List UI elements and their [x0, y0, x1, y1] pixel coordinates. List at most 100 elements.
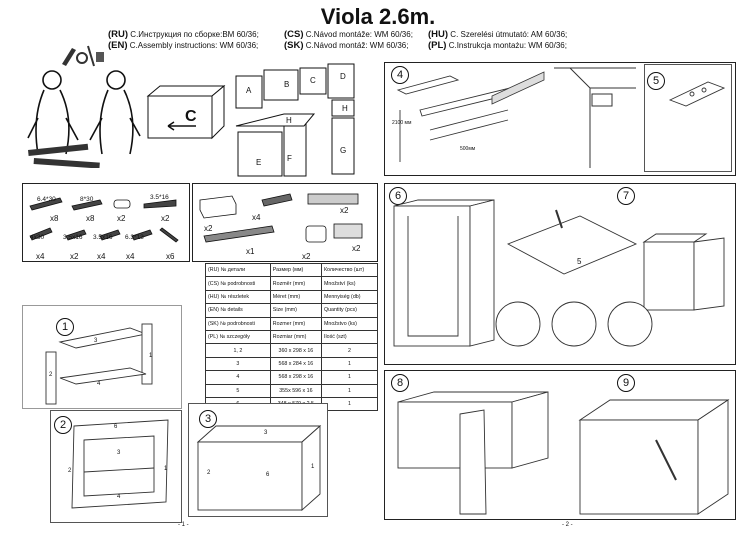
fittings-icons [199, 193, 363, 243]
step1-number: 1 [56, 318, 74, 336]
table-cell: 1 [320, 370, 379, 385]
table-header-cell: Размер (мм) [269, 262, 322, 278]
table-cell: 1 [320, 356, 379, 372]
kitchen-overview-illustration [235, 63, 355, 177]
fit1-qty: x2 [204, 224, 213, 233]
lang-code-ru: (RU) [108, 29, 129, 40]
step3-part-3: 3 [264, 430, 268, 436]
step3-part-6: 6 [266, 472, 270, 478]
step1-illustration [45, 323, 153, 405]
step4-rail-detail [491, 71, 545, 105]
lang-text-sk: C.Návod montáž: WM 60/36; [305, 41, 409, 50]
step2-part-2: 2 [68, 468, 72, 474]
lang-code-en: (EN) [108, 40, 128, 51]
table-cell: Množstvo (ks) [320, 316, 379, 331]
table-header-cell: (RU) № детали [205, 262, 271, 278]
step9-number: 9 [617, 374, 635, 392]
step8-number: 8 [391, 374, 409, 392]
parts-table: (RU) № детали Размер (мм) Количество (шт… [205, 262, 379, 412]
fit4-qty: x1 [246, 247, 255, 256]
lang-code-pl: (PL) [428, 40, 447, 51]
step5-number: 5 [647, 72, 665, 90]
page-number-2: - 2 - [562, 522, 573, 528]
step2-part-3: 3 [117, 450, 121, 456]
hw4-spec: 3.5*16 [150, 194, 169, 201]
hw1-spec: 6.4*30 [37, 196, 56, 203]
step4-dim-height: 2100 мм [392, 120, 412, 126]
overview-label-f: F [287, 154, 292, 163]
step6-illustration [393, 199, 495, 347]
hw1-qty: x8 [50, 214, 59, 223]
lang-text-hu: C. Szerelési útmutató: AM 60/36; [450, 30, 568, 39]
overview-label-g: G [340, 146, 347, 155]
table-cell: Množství (ks) [320, 276, 379, 291]
hw8-spec: 6.3*13 [125, 234, 144, 241]
lang-code-cs: (CS) [284, 29, 304, 40]
table-cell: (CS) № podrobnosti [205, 276, 271, 291]
table-cell: Size (mm) [269, 303, 322, 318]
hardware-panel [22, 183, 190, 262]
step2-part-6: 6 [114, 424, 118, 430]
lang-text-ru: С.Инструкция по сборке:ВМ 60/36; [130, 30, 259, 39]
fit5-qty: x2 [302, 252, 311, 261]
table-cell: Quantity (pcs) [320, 303, 379, 318]
table-cell: 4 [205, 370, 271, 385]
hw5-qty: x4 [36, 252, 45, 261]
step7-hinge-details [495, 301, 653, 347]
cabinet-letter: C [185, 108, 197, 125]
table-cell: 5 [205, 383, 271, 398]
step6-number: 6 [389, 187, 407, 205]
lang-ru: (RU) С.Инструкция по сборке:ВМ 60/36; [108, 29, 259, 40]
lang-en: (EN) C.Assembly instructions: WM 60/36; [108, 40, 258, 51]
lang-hu: (HU) C. Szerelési útmutató: AM 60/36; [428, 29, 567, 40]
table-cell: 3 [205, 356, 271, 372]
page-number-1: - 1 - [178, 522, 189, 528]
lang-cs: (CS) C.Návod montáže: WM 60/36; [284, 29, 413, 40]
step7-panel-illustration [506, 209, 638, 275]
table-cell: 1, 2 [205, 343, 271, 358]
step4-side-detail [554, 67, 636, 168]
table-lang-row: (PL) № szczegóły Rozmiar (mm) Ilość (szt… [205, 329, 379, 345]
hw2-spec: 8*30 [80, 196, 94, 203]
tools-icon [62, 45, 104, 67]
fit6-qty: x2 [352, 244, 361, 253]
hw5-spec: 4x30 [30, 234, 45, 241]
step1-part-3: 3 [94, 338, 98, 344]
step1-part-1: 1 [149, 353, 153, 359]
table-lang-row: (HU) № részletek Méret (mm) Mennyiség (d… [205, 289, 379, 305]
step9-illustration [578, 399, 730, 515]
lang-text-cs: C.Návod montáže: WM 60/36; [305, 30, 413, 39]
overview-label-b: B [284, 80, 290, 89]
table-cell: Méret (mm) [269, 289, 322, 305]
table-row: 1, 2 360 x 298 x 16 2 [205, 343, 379, 358]
step4-number: 4 [391, 66, 409, 84]
step4-illustration [396, 75, 513, 162]
table-cell: 568 x 298 x 16 [269, 370, 322, 385]
lang-text-pl: C.Instrukcja montażu: WM 60/36; [448, 41, 567, 50]
table-row: 4 568 x 298 x 16 1 [205, 370, 379, 385]
table-cell: (PL) № szczegóły [205, 329, 271, 345]
lang-code-hu: (HU) [428, 29, 449, 40]
hw7-spec: 3.5x16 [93, 234, 113, 241]
table-cell: 1 [320, 383, 379, 398]
table-cell: 360 x 298 x 16 [269, 343, 322, 358]
hw4-qty: x2 [161, 214, 170, 223]
table-cell: Rozměr (mm) [269, 276, 322, 291]
step1-part-2: 2 [49, 372, 53, 378]
table-cell: (HU) № részletek [205, 289, 271, 305]
table-cell: 1 [320, 396, 379, 412]
overview-label-a: A [246, 86, 252, 95]
hardware-icons [29, 197, 179, 243]
lang-pl: (PL) C.Instrukcja montażu: WM 60/36; [428, 40, 567, 51]
overview-label-e: E [256, 158, 262, 167]
lang-code-sk: (SK) [284, 40, 304, 51]
cabinet-c-illustration [146, 84, 226, 140]
two-people-illustration [27, 70, 141, 168]
table-cell: Rozmer (mm) [269, 316, 322, 331]
hw7-qty: x4 [97, 252, 106, 261]
table-cell: Ilość (szt) [320, 329, 379, 345]
table-lang-row: (SK) № podrobnosti Rozmer (mm) Množstvo … [205, 316, 379, 331]
overview-label-h1: H [342, 104, 348, 113]
lang-sk: (SK) C.Návod montáž: WM 60/36; [284, 40, 408, 51]
hw6-qty: x2 [70, 252, 79, 261]
